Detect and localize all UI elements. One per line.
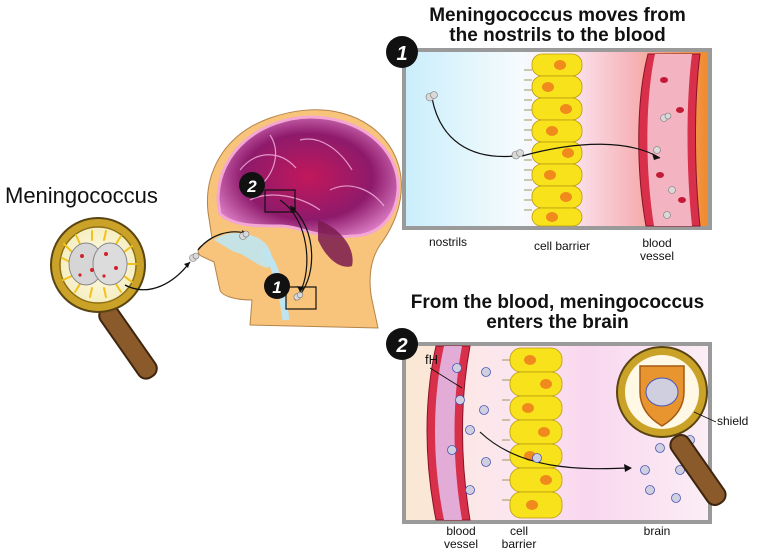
path-arrow bbox=[124, 261, 191, 291]
label-brain: brain bbox=[643, 524, 671, 538]
label-blood-vessel-2: blood vessel bbox=[436, 525, 486, 551]
panel2-badge: 2 bbox=[386, 328, 418, 360]
bacterium-icon bbox=[61, 230, 137, 298]
step1-badge-left-text: 1 bbox=[272, 278, 281, 297]
label-cell-barrier-2-line2: barrier bbox=[501, 537, 537, 551]
head-illustration bbox=[189, 109, 402, 329]
step1-badge-left: 1 bbox=[264, 273, 290, 299]
label-cell-barrier-1: cell barrier bbox=[533, 239, 590, 253]
panel1-badge: 1 bbox=[386, 36, 418, 68]
label-blood-vessel-2-line2: vessel bbox=[443, 537, 478, 551]
panel2-title-line1: From the blood, meningococcus bbox=[410, 292, 705, 313]
label-fh: fH bbox=[425, 352, 438, 367]
magnifier-shield bbox=[616, 346, 727, 506]
label-blood-vessel-1-line2: vessel bbox=[639, 249, 674, 263]
panel2-title-line2: enters the brain bbox=[486, 312, 629, 333]
label-blood-vessel-1: blood vessel bbox=[632, 237, 682, 263]
organism-label: Meningococcus bbox=[5, 183, 158, 208]
panel1 bbox=[402, 48, 712, 230]
panel1-title-line2: the nostrils to the blood bbox=[449, 25, 666, 46]
panel1-badge-text: 1 bbox=[396, 43, 407, 65]
magnifier-left bbox=[50, 217, 158, 380]
label-blood-vessel-1-line1: blood bbox=[642, 236, 672, 250]
label-blood-vessel-2-line1: blood bbox=[446, 524, 476, 538]
step2-badge-left-text: 2 bbox=[246, 177, 257, 196]
label-cell-barrier-2: cell barrier bbox=[494, 525, 544, 551]
panel1-title: Meningococcus moves from the nostrils to… bbox=[400, 6, 715, 46]
label-cell-barrier-2-line1: cell bbox=[509, 524, 528, 538]
panel2-title: From the blood, meningococcus enters the… bbox=[390, 293, 725, 333]
panel2-badge-text: 2 bbox=[395, 335, 407, 357]
panel2 bbox=[402, 342, 727, 524]
label-shield: shield bbox=[717, 414, 749, 428]
step2-badge-left: 2 bbox=[239, 172, 265, 198]
label-nostrils: nostrils bbox=[428, 235, 467, 249]
panel1-title-line1: Meningococcus moves from bbox=[429, 5, 686, 26]
